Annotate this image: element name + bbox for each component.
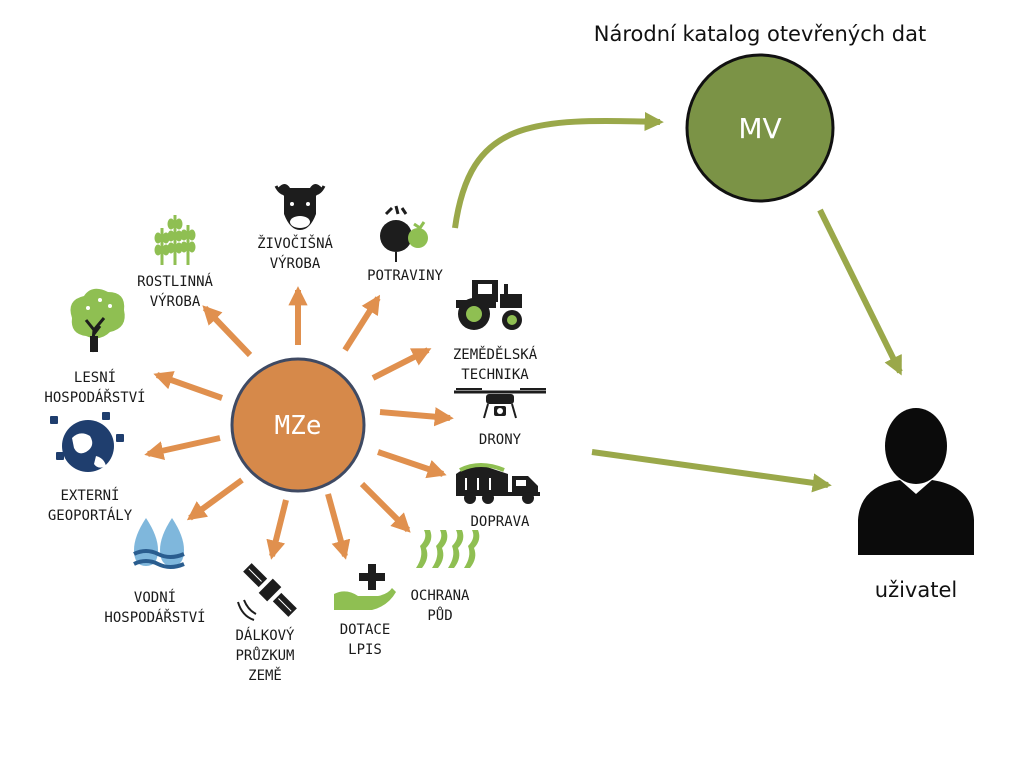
- mze-node: [230, 357, 366, 493]
- user-label: uživatel: [874, 578, 958, 602]
- arrow-mze-to-user: [591, 449, 832, 493]
- arrow-potraviny: [342, 294, 381, 352]
- water-drops-icon: [133, 518, 185, 569]
- arrow-vodni: [186, 477, 244, 521]
- truck-icon: [456, 463, 540, 504]
- tree-icon: [70, 288, 125, 353]
- label-dotace: DOTACE LPIS: [339, 622, 391, 658]
- wheat-icon: [154, 215, 196, 265]
- label-potraviny: POTRAVINY: [367, 268, 443, 284]
- globe-icon: [50, 412, 124, 472]
- label-lesni: LESNÍ HOSPODÁŘSTVÍ: [44, 370, 146, 406]
- arrow-rostlinna: [202, 305, 253, 358]
- label-zemedelska: ZEMĚDĚLSKÁ TECHNIKA: [452, 347, 538, 383]
- label-zivocisna: ŽIVOČIŠNÁ VÝROBA: [257, 236, 333, 272]
- label-ochrana: OCHRANA PŮD: [410, 588, 470, 624]
- mv-label: MV: [738, 112, 781, 145]
- label-vodni: VODNÍ HOSPODÁŘSTVÍ: [104, 590, 206, 626]
- signal-waves-icon: [243, 599, 257, 615]
- arrow-ochrana: [359, 481, 411, 533]
- arrow-zemedelska: [371, 347, 432, 381]
- label-rostlinna: ROSTLINNÁ VÝROBA: [137, 274, 213, 310]
- arrow-dalkovy: [266, 499, 289, 560]
- label-dalkovy: DÁLKOVÝ PRŮZKUM ZEMĚ: [235, 628, 295, 684]
- label-doprava: DOPRAVA: [470, 514, 530, 530]
- arrow-potraviny-to-mv: [452, 111, 664, 229]
- mze-arrows: [144, 286, 454, 560]
- arrow-lesni: [153, 371, 224, 401]
- label-externi: EXTERNÍ GEOPORTÁLY: [47, 488, 133, 524]
- satellite-icon: [243, 563, 297, 617]
- signal-waves-outer-icon: [237, 601, 255, 621]
- cow-icon: [274, 184, 326, 230]
- arrow-mv-to-user: [817, 208, 903, 376]
- arrow-doprava: [377, 449, 447, 479]
- tractor-icon: [456, 280, 522, 330]
- catalog-title: Národní katalog otevřených dat: [593, 22, 927, 46]
- user-icon: [858, 408, 974, 555]
- arrow-dotace: [325, 493, 351, 560]
- soil-icon: [416, 530, 480, 568]
- arrow-externi: [144, 435, 221, 461]
- hand-plus-icon: [334, 564, 396, 610]
- mze-label: MZe: [275, 411, 322, 441]
- beet-icon: [380, 205, 428, 262]
- mv-node: [685, 53, 835, 203]
- label-drony: DRONY: [478, 432, 522, 448]
- drone-icon: [454, 388, 546, 419]
- flow-arrows: [452, 111, 903, 493]
- arrow-drony: [379, 407, 454, 427]
